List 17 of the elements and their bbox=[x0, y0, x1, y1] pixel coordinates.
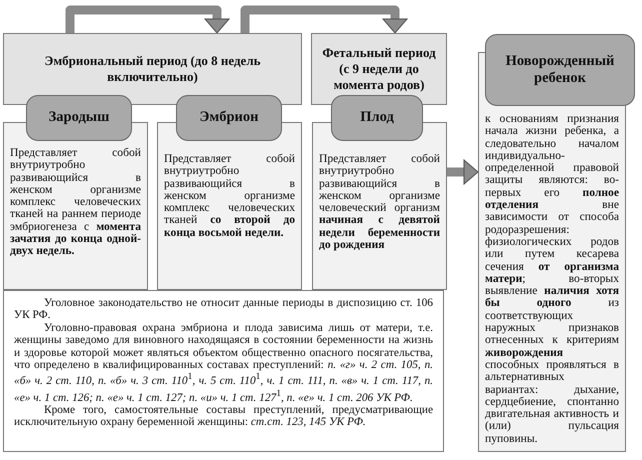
arrow bbox=[240, 6, 408, 34]
stage-heading: Плод bbox=[331, 95, 423, 141]
note-paragraph: Уголовно-правовая охрана эмбриона и плода зависима лишь от матери, т.е. женщины заведомо для виновного находящаяся в состоянии беременности на жизнь и здоровье которой может являться объектом общественно опасного посягательства, что определено в квалифицированных составах преступлений: п. «г» ч. 2 ст. 105, п. «б» ч. 2 ст. 110, п. «б» ч. 3 ст. 110$^{1}$, ч. 5 ст. 110$^{1}$, ч. 1 ст. 111, п. «в» ч. 1 ст. 117, п. «е» ч. 1 ст. 126; п. «е» ч. 1 ст. 127; п. «и» ч. 1 ст. 127$^{1}$, п. «е» ч. 1 ст. 206 УК РФ. bbox=[14, 322, 433, 404]
stage-heading: Зародыш bbox=[26, 95, 132, 141]
period-box: Эмбриональный период (до 8 недель включительно) bbox=[3, 33, 302, 105]
note-paragraph: Кроме того, самостоятельные составы преступлений, предусматривающие исключительную охрану беременной женщины: ст.ст. 123, 145 УК РФ. bbox=[14, 404, 433, 429]
note-paragraph: Уголовное законодательство не относит данные периоды в диспозицию ст. 106 УК РФ. bbox=[14, 297, 433, 322]
description-text: к основаниям признания начала жизни ребенка, а следовательно началом индивидуально-определенной правовой защиты являются: во-первых его полное отделения вне зависимости от способа родоразрешения: физиологических родов или путем кесарева сечения от организма матери; во-вторых выявление наличия хотя бы одного из соответствующих наружных признаков отнесенных к критериям живорождения способных проявляться в альтернативных вариантах: дыхание, сердцебиение, спонтанно двигательная активность и (или) пульсация пуповины. bbox=[485, 113, 619, 446]
arrow bbox=[66, 6, 230, 34]
stage-heading: Эмбрион bbox=[176, 95, 282, 141]
description-text: Представляет собой внутриутробно развивающийся в женском организме человеческий организм начиная с девятой недели беременности до рождения bbox=[319, 153, 440, 252]
arrow bbox=[447, 160, 478, 184]
note-panel bbox=[3, 290, 444, 452]
description-text: Представляет собой внутриутробно развивающийся в женском организме комплекс человеческих тканей на раннем периоде эмбриогенеза с момента зачатия до конца одной-двух недель. bbox=[10, 147, 141, 258]
description-text: Представляет собой внутриутробно развивающийся в женском организме комплекс человеческих тканей со второй до конца восьмой недели. bbox=[164, 153, 295, 240]
stage-heading: Новорожденный ребенок bbox=[485, 34, 635, 106]
period-box: Фетальный период (с 9 недели до момента родов) bbox=[311, 33, 447, 105]
